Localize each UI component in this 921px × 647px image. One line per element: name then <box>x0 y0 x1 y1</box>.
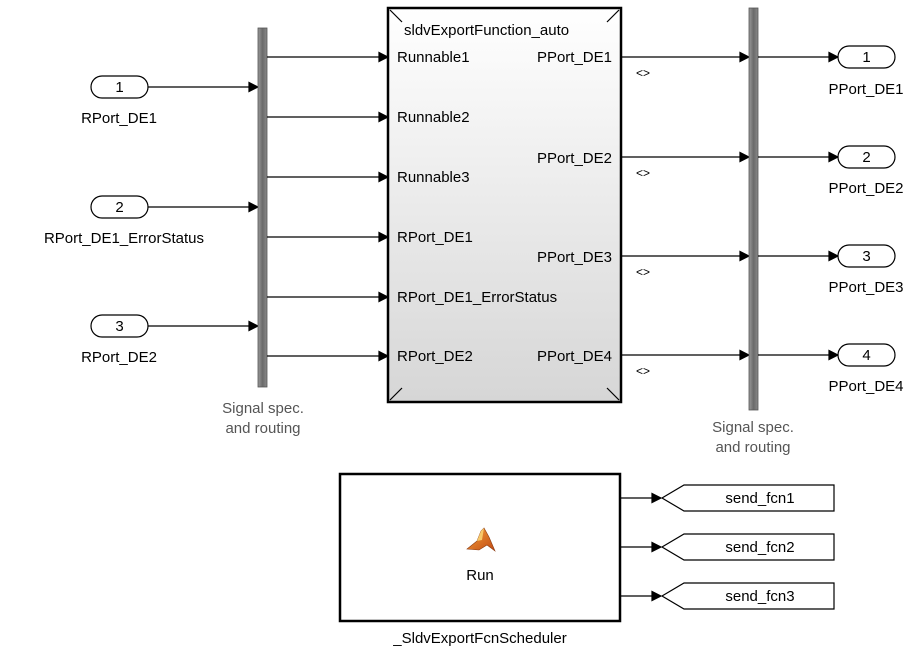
outport-label: PPort_DE2 <box>828 180 903 197</box>
outport-number: 1 <box>862 49 870 66</box>
corner-mark <box>606 387 620 401</box>
bus-markers: <> <> <> <> <box>636 66 650 378</box>
signal-lines-outports <box>758 51 840 361</box>
inport-label: RPort_DE1_ErrorStatus <box>44 230 204 247</box>
inport-1[interactable]: 1 <box>90 75 149 99</box>
left-routing-caption-line1: Signal spec. <box>222 400 304 417</box>
outport-3[interactable]: 3 <box>837 244 896 268</box>
goto-send-fcn1[interactable]: send_fcn1 <box>660 484 835 512</box>
outport-label: PPort_DE3 <box>828 279 903 296</box>
input-port-label: RPort_DE2 <box>397 348 473 365</box>
inport-number: 1 <box>115 79 123 96</box>
input-port-label: Runnable2 <box>397 109 470 126</box>
goto-tag-label: send_fcn3 <box>725 588 794 605</box>
output-port-label: PPort_DE4 <box>537 348 612 365</box>
subsystem-input-ports: Runnable1 Runnable2 Runnable3 RPort_DE1 … <box>397 49 557 365</box>
inport-label: RPort_DE1 <box>81 110 157 127</box>
inport-number: 2 <box>115 199 123 216</box>
subsystem-output-ports: PPort_DE1 PPort_DE2 PPort_DE3 PPort_DE4 <box>537 49 612 365</box>
signal-lines-scheduler <box>620 492 663 602</box>
outport-number: 3 <box>862 248 870 265</box>
right-routing-caption-line1: Signal spec. <box>712 419 794 436</box>
bus-marker: <> <box>636 66 650 80</box>
corner-mark <box>606 9 620 23</box>
inport-label: RPort_DE2 <box>81 349 157 366</box>
output-port-label: PPort_DE3 <box>537 249 612 266</box>
input-port-label: Runnable1 <box>397 49 470 66</box>
signal-lines-left-bar <box>267 51 390 362</box>
inport-3[interactable]: 3 <box>90 314 149 338</box>
bus-marker: <> <box>636 265 650 279</box>
inport-2[interactable]: 2 <box>90 195 149 219</box>
input-port-label: RPort_DE1_ErrorStatus <box>397 289 557 306</box>
export-function-subsystem[interactable] <box>386 6 623 404</box>
signal-lines-inports <box>148 81 260 332</box>
outport-4[interactable]: 4 <box>837 343 896 367</box>
inport-number: 3 <box>115 318 123 335</box>
matlab-logo-icon <box>466 527 496 552</box>
outport-number: 4 <box>862 347 870 364</box>
left-routing-caption-line2: and routing <box>225 420 300 437</box>
subsystem-title-clip: sldvExportFunction_auto <box>404 22 569 39</box>
right-routing-caption-line2: and routing <box>715 439 790 456</box>
scheduler-run-label: Run <box>466 567 494 584</box>
signal-lines-outputs <box>621 51 751 361</box>
subsystem-title: sldvExportFunction_auto <box>404 22 569 39</box>
outport-label: PPort_DE1 <box>828 81 903 98</box>
left-routing-bar[interactable] <box>257 27 268 388</box>
corner-mark <box>389 9 403 23</box>
goto-tag-label: send_fcn1 <box>725 490 794 507</box>
outport-1[interactable]: 1 <box>837 45 896 69</box>
goto-send-fcn2[interactable]: send_fcn2 <box>660 533 835 561</box>
input-port-label: Runnable3 <box>397 169 470 186</box>
goto-send-fcn3[interactable]: send_fcn3 <box>660 582 835 610</box>
bus-marker: <> <box>636 364 650 378</box>
goto-tag-label: send_fcn2 <box>725 539 794 556</box>
corner-mark <box>389 387 403 401</box>
scheduler-name: _SldvExportFcnScheduler <box>392 630 566 647</box>
output-port-label: PPort_DE2 <box>537 150 612 167</box>
right-routing-bar[interactable] <box>748 7 759 411</box>
outport-number: 2 <box>862 149 870 166</box>
output-port-label: PPort_DE1 <box>537 49 612 66</box>
bus-marker: <> <box>636 166 650 180</box>
outport-label: PPort_DE4 <box>828 378 903 395</box>
outport-2[interactable]: 2 <box>837 145 896 169</box>
input-port-label: RPort_DE1 <box>397 229 473 246</box>
